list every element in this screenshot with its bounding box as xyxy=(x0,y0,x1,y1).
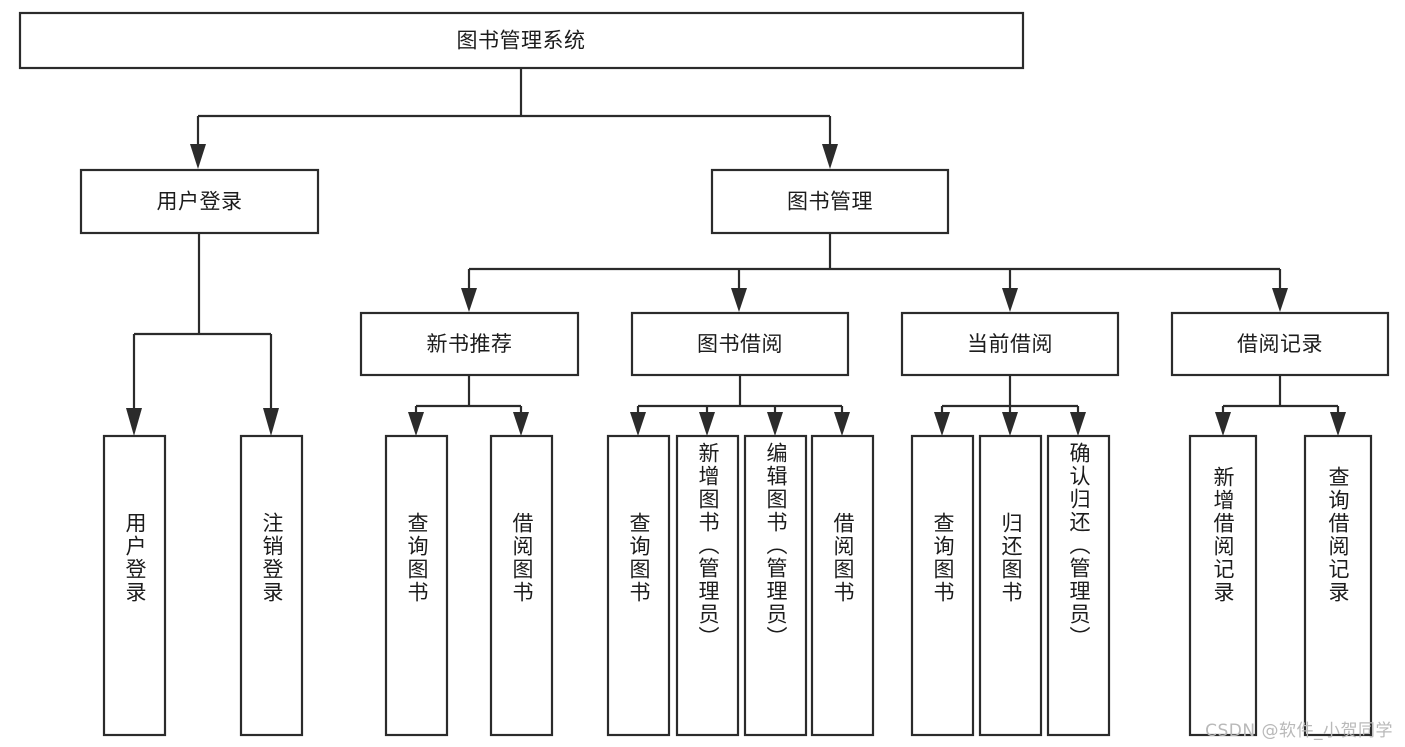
arrowhead-borrowrecord-leaf-1 xyxy=(1215,412,1231,436)
leaf-box-query-book-newbook[interactable] xyxy=(384,434,449,737)
arrowhead-borrowrecord-leaf-2 xyxy=(1330,412,1346,436)
arrowhead-login-leaf-2 xyxy=(263,408,279,436)
node-book-management-label: 图书管理 xyxy=(787,190,873,214)
node-book-borrow-box xyxy=(630,311,850,377)
node-new-book-recommend-box xyxy=(359,311,580,377)
arrowhead-bookmgmt-l3-1 xyxy=(461,288,477,312)
csdn-watermark: CSDN @软件_小贺同学 xyxy=(1205,721,1393,741)
node-book-management[interactable]: 图书管理 xyxy=(710,168,950,235)
leaf-box-return-book[interactable] xyxy=(978,434,1043,737)
node-new-book-recommend-label: 新书推荐 xyxy=(427,332,513,356)
leaf-box-confirm-return-admin[interactable] xyxy=(1046,434,1111,737)
node-root-label: 图书管理系统 xyxy=(457,29,586,53)
node-book-borrow-label: 图书借阅 xyxy=(697,332,783,356)
leaf-box-query-borrow-record[interactable] xyxy=(1303,434,1373,737)
leaf-box-user-login[interactable] xyxy=(102,434,167,737)
arrowhead-currentborrow-leaf-2 xyxy=(1002,412,1018,436)
node-root-box xyxy=(18,11,1025,70)
arrowhead-bookmgmt-l3-3 xyxy=(1002,288,1018,312)
arrowhead-root-to-login xyxy=(190,144,206,169)
leaf-box-borrow-book-newbook[interactable] xyxy=(489,434,554,737)
node-current-borrow-label: 当前借阅 xyxy=(967,332,1053,356)
arrowhead-currentborrow-leaf-3 xyxy=(1070,412,1086,436)
arrowhead-bookmgmt-l3-2 xyxy=(731,288,747,312)
arrowhead-bookmgmt-l3-4 xyxy=(1272,288,1288,312)
node-borrow-record-label: 借阅记录 xyxy=(1237,332,1323,356)
leaf-box-logout[interactable] xyxy=(239,434,304,737)
arrowhead-newbook-leaf-1 xyxy=(408,412,424,436)
leaf-box-borrow-book[interactable] xyxy=(810,434,875,737)
arrowhead-bookborrow-leaf-2 xyxy=(699,412,715,436)
node-new-book-recommend[interactable]: 新书推荐 xyxy=(359,311,580,377)
arrowhead-login-leaf-1 xyxy=(126,408,142,436)
arrowhead-currentborrow-leaf-1 xyxy=(934,412,950,436)
node-book-borrow[interactable]: 图书借阅 xyxy=(630,311,850,377)
leaf-box-query-book-borrow[interactable] xyxy=(606,434,671,737)
node-book-management-box xyxy=(710,168,950,235)
leaf-box-edit-book-admin[interactable] xyxy=(743,434,808,737)
node-current-borrow-box xyxy=(900,311,1120,377)
node-root[interactable]: 图书管理系统 xyxy=(18,11,1025,70)
node-borrow-record-box xyxy=(1170,311,1390,377)
arrowhead-bookborrow-leaf-3 xyxy=(767,412,783,436)
arrowhead-bookborrow-leaf-1 xyxy=(630,412,646,436)
leaf-box-add-borrow-record[interactable] xyxy=(1188,434,1258,737)
node-borrow-record[interactable]: 借阅记录 xyxy=(1170,311,1390,377)
arrowhead-root-to-bookmgmt xyxy=(822,144,838,169)
leaf-box-add-book-admin[interactable] xyxy=(675,434,740,737)
node-user-login-label: 用户登录 xyxy=(157,190,243,214)
arrowhead-bookborrow-leaf-4 xyxy=(834,412,850,436)
leaf-box-query-book-current[interactable] xyxy=(910,434,975,737)
arrowhead-newbook-leaf-2 xyxy=(513,412,529,436)
node-current-borrow[interactable]: 当前借阅 xyxy=(900,311,1120,377)
node-user-login[interactable]: 用户登录 xyxy=(79,168,320,235)
